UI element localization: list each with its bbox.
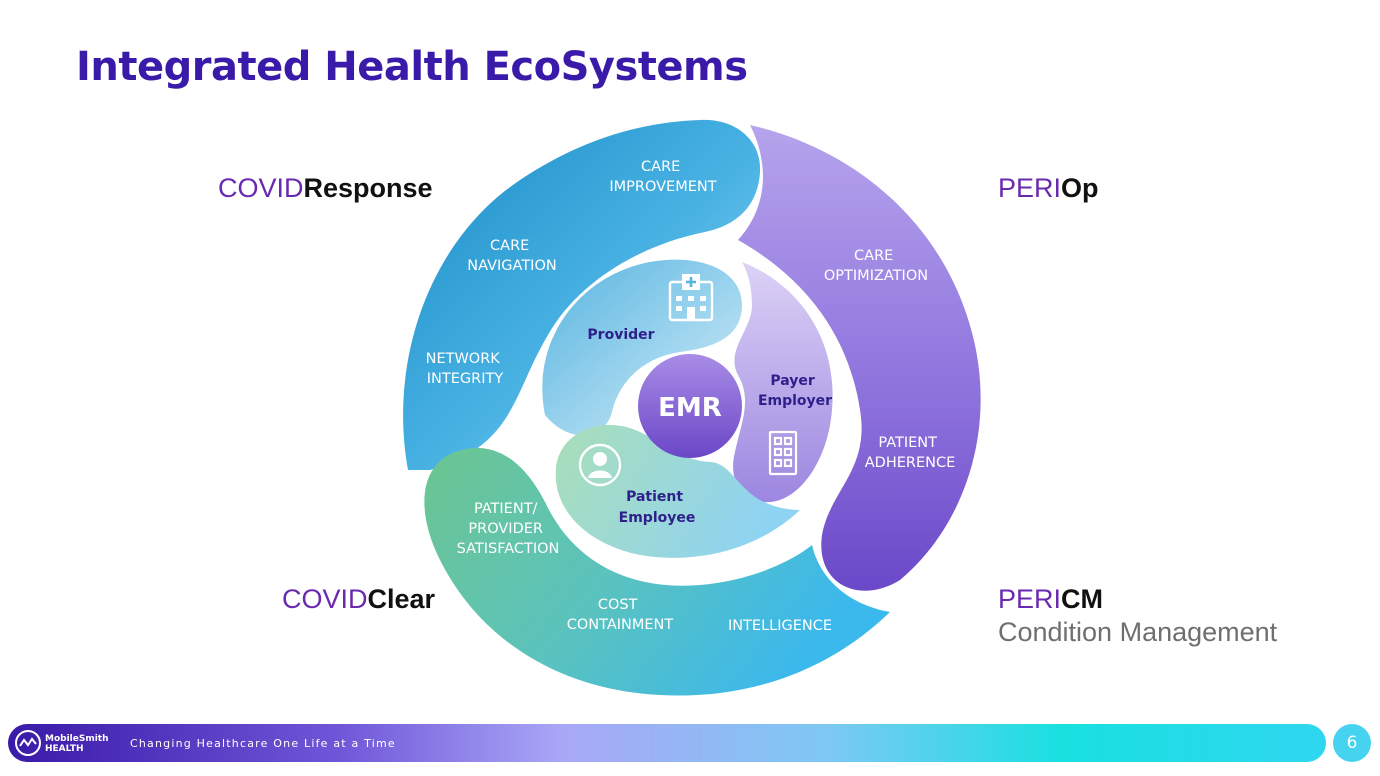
label-care-navigation: CARE NAVIGATION — [467, 238, 556, 274]
label-patient-employee: Patient Employee — [619, 489, 696, 526]
product-peri-op: PERIOp — [998, 175, 1099, 202]
label-provider: Provider — [587, 327, 654, 343]
product-prefix: PERI — [998, 584, 1062, 614]
outer-segment-blue — [403, 119, 761, 471]
inner-segment-patient — [555, 425, 800, 558]
footer-brand: MobileSmith HEALTH — [45, 734, 109, 754]
product-peri-cm: PERICM Condition Management — [998, 586, 1277, 646]
page-title: Integrated Health EcoSystems — [76, 44, 748, 90]
label-payer-employer: Payer Employer — [758, 373, 832, 409]
product-covid-clear: COVIDClear — [282, 586, 435, 613]
product-suffix: Response — [303, 173, 433, 203]
label-care-optimization: CARE OPTIMIZATION — [824, 248, 928, 284]
inner-segment-payer — [733, 262, 833, 503]
product-prefix: COVID — [218, 173, 304, 203]
product-suffix: Clear — [367, 584, 436, 614]
product-prefix: COVID — [282, 584, 368, 614]
product-subtitle: Condition Management — [998, 617, 1278, 647]
footer-bar — [8, 724, 1326, 762]
brand-line-2: HEALTH — [45, 744, 84, 754]
emr-label: EMR — [658, 393, 722, 423]
label-patient-provider-satisfaction: PATIENT/ PROVIDER SATISFACTION — [457, 501, 560, 557]
label-intelligence: INTELLIGENCE — [728, 618, 832, 634]
label-patient-adherence: PATIENT ADHERENCE — [865, 435, 956, 471]
product-covid-response: COVIDResponse — [218, 175, 433, 202]
label-network-integrity: NETWORK INTEGRITY — [426, 351, 505, 387]
person-icon — [578, 443, 622, 487]
product-suffix: CM — [1061, 584, 1104, 614]
product-prefix: PERI — [998, 173, 1062, 203]
label-cost-containment: COST CONTAINMENT — [567, 597, 674, 633]
outer-segment-green — [424, 447, 890, 696]
product-suffix: Op — [1061, 173, 1099, 203]
building-icon — [768, 430, 798, 476]
footer-tagline: Changing Healthcare One Life at a Time — [130, 737, 396, 750]
label-care-improvement: CARE IMPROVEMENT — [609, 159, 716, 195]
emr-center — [638, 354, 742, 458]
mobilesmith-logo-icon — [15, 730, 41, 756]
page-number-badge: 6 — [1333, 724, 1371, 762]
inner-segment-provider — [542, 259, 742, 436]
hospital-icon — [668, 274, 714, 322]
outer-segment-purple — [738, 125, 981, 591]
brand-line-1: MobileSmith — [45, 734, 109, 744]
